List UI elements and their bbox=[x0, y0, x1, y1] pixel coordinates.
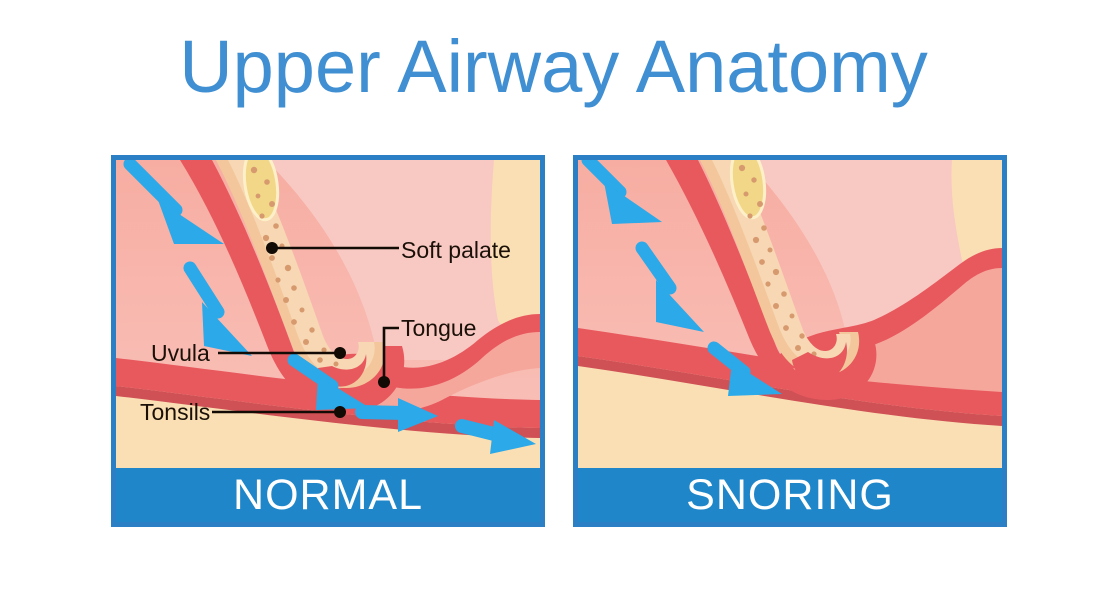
airflow-arrow bbox=[287, 353, 370, 410]
panel-banner-snoring: SNORING bbox=[578, 468, 1002, 522]
airflow-arrow bbox=[183, 261, 252, 356]
palatine-bone bbox=[242, 160, 280, 222]
airflow-arrow bbox=[123, 160, 224, 244]
airflow-arrow bbox=[355, 398, 438, 432]
tongue-surface-muscle bbox=[776, 248, 1002, 374]
airflow-arrows-normal bbox=[123, 160, 536, 454]
airflow-arrow bbox=[455, 419, 536, 454]
airflow-arrow bbox=[581, 160, 662, 224]
panel-normal: Soft palate Tongue Uvula Tonsils NORMAL bbox=[111, 155, 545, 527]
soft-palate-outer-muscle bbox=[666, 160, 877, 400]
airflow-arrows-snoring bbox=[581, 160, 782, 396]
pharyngeal-floor-shadow bbox=[116, 386, 540, 438]
palate-gland-dots bbox=[250, 166, 339, 367]
panel-banner-normal: NORMAL bbox=[116, 468, 540, 522]
posterior-bone-band bbox=[490, 160, 540, 348]
airway-illustration-normal bbox=[116, 160, 540, 468]
airflow-arrow bbox=[707, 341, 782, 396]
callout-leader-lines bbox=[212, 242, 399, 418]
airflow-arrow bbox=[635, 241, 704, 332]
soft-palate-outer-muscle bbox=[180, 160, 405, 412]
palatine-bone bbox=[729, 160, 767, 220]
uvula-tip-obstructing bbox=[792, 342, 847, 383]
pharyngeal-floor-shadow bbox=[578, 356, 1002, 426]
airway-illustration-snoring bbox=[578, 160, 1002, 468]
pharynx-cavity bbox=[266, 160, 540, 360]
palate-gland-dots bbox=[738, 164, 817, 357]
page-title: Upper Airway Anatomy bbox=[179, 25, 928, 108]
panel-snoring: SNORING bbox=[573, 155, 1007, 527]
